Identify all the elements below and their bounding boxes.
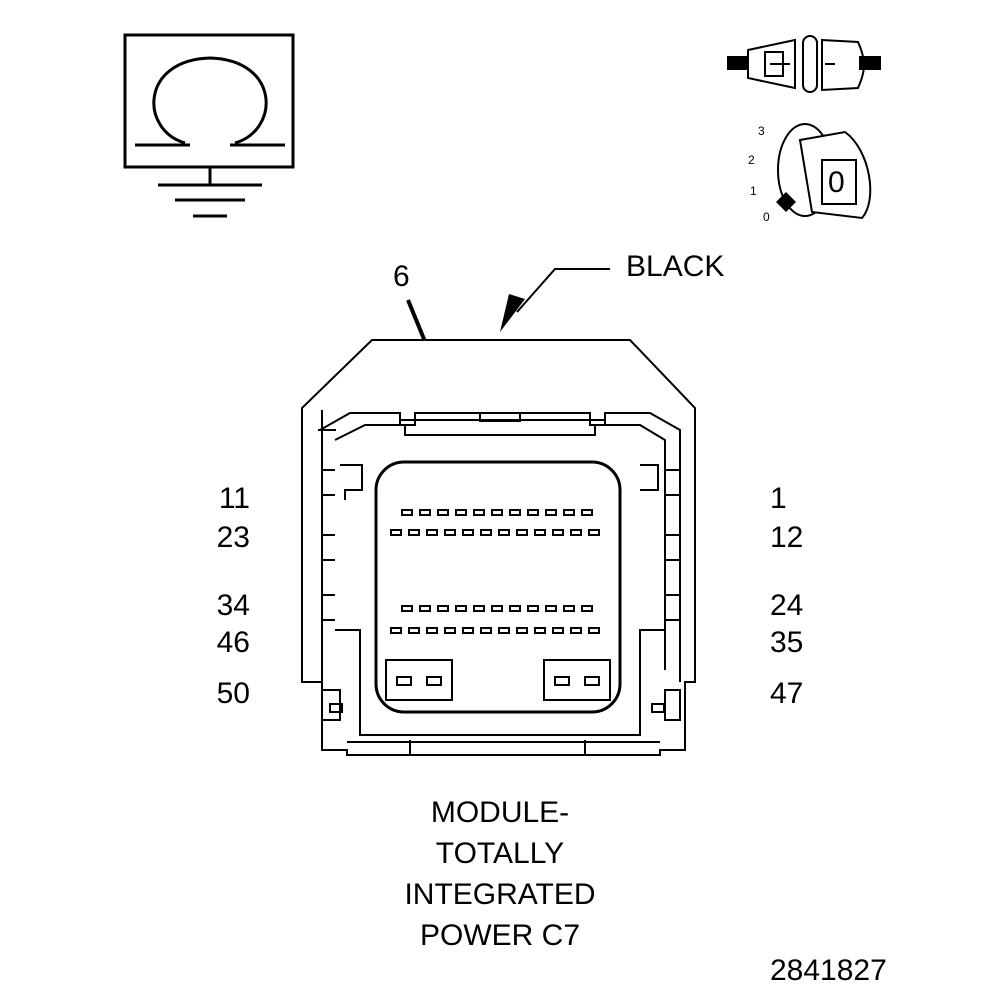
pin-cavity [527, 509, 539, 516]
power-terminal-right [543, 659, 611, 701]
pin-label-left: 46 [216, 626, 250, 659]
ignition-position-label: 0 [763, 210, 770, 224]
pin-cavity [437, 605, 449, 612]
connector-housing [301, 339, 696, 756]
pin-cavity [498, 529, 510, 536]
pin-cavity [444, 627, 456, 634]
ignition-position-label: 2 [748, 153, 755, 167]
pin-cavity [509, 605, 521, 612]
pin-cavity [480, 627, 492, 634]
pin-cavity [570, 529, 582, 536]
pin-cavity [408, 627, 420, 634]
pin-cavity [545, 605, 557, 612]
pin-cavity [516, 529, 528, 536]
pin-cavity [426, 529, 438, 536]
pin-cavity [527, 605, 539, 612]
pin-cavity [545, 509, 557, 516]
pin-cavity [491, 509, 503, 516]
pin-cavity [498, 627, 510, 634]
pin-cavity [509, 509, 521, 516]
connector-title: MODULE- TOTALLY INTEGRATED POWER C7 [350, 792, 650, 956]
pin-cavities [390, 509, 600, 634]
pin-label-left: 11 [218, 482, 250, 515]
ignition-key-off-icon [776, 123, 872, 220]
pin-cavity [563, 509, 575, 516]
pin-cavity [480, 529, 492, 536]
pin-cavity [408, 529, 420, 536]
pin-cavity [419, 605, 431, 612]
pin-cavity [516, 627, 528, 634]
connector-color-label: BLACK [626, 250, 725, 283]
title-line: POWER C7 [419, 919, 581, 952]
title-line: INTEGRATED [404, 878, 596, 911]
pin-cavity [455, 509, 467, 516]
pin-cavity [390, 627, 402, 634]
pin-label-right: 12 [770, 521, 804, 554]
pin-label-right: 1 [770, 482, 787, 515]
pin-label-right: 35 [770, 626, 804, 659]
pin-cavity [570, 627, 582, 634]
figure-id: 2841827 [770, 954, 887, 987]
pin-cavity [534, 627, 546, 634]
pin-cavity [455, 605, 467, 612]
pin-cavity [581, 509, 593, 516]
pin-cavity [552, 529, 564, 536]
pin-cavity [588, 529, 600, 536]
pin-label-right: 24 [770, 589, 804, 622]
connector-disconnected-icon [727, 35, 881, 93]
pin-cavity [552, 627, 564, 634]
color-callout-leader [500, 268, 610, 332]
pin-cavity [419, 509, 431, 516]
pin-cavity [426, 627, 438, 634]
pin-cavity [462, 529, 474, 536]
ignition-position-label: 3 [758, 124, 765, 138]
pin-cavity [401, 509, 413, 516]
pin-cavity [588, 627, 600, 634]
pin-label-left: 23 [216, 521, 250, 554]
pin-label-left: 50 [216, 677, 250, 710]
ignition-key-label: 0 [828, 166, 845, 199]
title-line: MODULE- [430, 796, 570, 829]
pin-cavity [462, 627, 474, 634]
pin-cavity [473, 605, 485, 612]
pin-cavity [444, 529, 456, 536]
title-line: TOTALLY [435, 837, 565, 870]
pin-cavity [437, 509, 449, 516]
pin-cavity [390, 529, 402, 536]
pin-cavity [534, 529, 546, 536]
pin-cavity [581, 605, 593, 612]
ignition-position-label: 1 [750, 184, 757, 198]
pin-label-right: 47 [770, 677, 804, 710]
ohmmeter-ground-icon [123, 33, 295, 218]
pin-callout-number: 6 [393, 260, 410, 293]
pin-cavity [491, 605, 503, 612]
pin-cavity [401, 605, 413, 612]
pin-cavity [563, 605, 575, 612]
pin-label-left: 34 [216, 589, 250, 622]
power-terminal-left [385, 659, 453, 701]
pin-cavity [473, 509, 485, 516]
